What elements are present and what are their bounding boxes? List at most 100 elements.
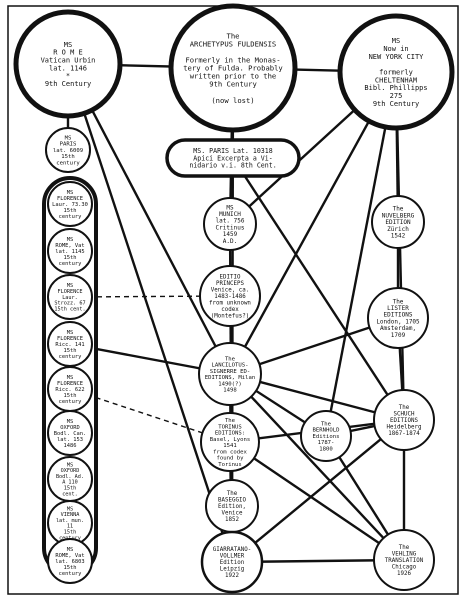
node-rome6803-line: MS [67,547,74,553]
node-vatican1146-line: lat. 1146 [49,64,87,72]
node-florence622-line: 15th [64,393,77,399]
node-paris6009-line: PARIS [60,142,77,148]
node-princeps-line: from unknown [209,301,251,307]
node-parisApici-line: nidario v.i. 8th Cent. [189,162,276,170]
node-vehling-line: TRANSLATION [385,558,424,564]
node-lancilotus-line: EDITIONS, Milan [205,375,256,381]
node-munich-line: lat. 756 [216,218,245,225]
node-torinus-line: EDITIONS: [215,431,245,437]
node-lancilotus-line: 1498 [223,388,237,394]
node-torrentino-line: 1542 [391,233,406,240]
node-newyork-line: CHELTENHAM [375,76,417,84]
node-oxford153-line: 1486 [64,443,77,449]
node-archetype-line: written prior to the [190,72,277,81]
node-lancilotus-line: 1490(?) [218,381,242,387]
node-oxford153-line: OXFORD [60,425,79,431]
node-lancilotus-outline [198,342,262,406]
node-florence141-line: 15th [64,348,77,354]
node-paris6009-outline [45,127,91,173]
node-vatican1146-outline [13,9,123,119]
node-giarratano-line: VOLLMER [220,554,245,560]
node-vatican1146-line: MS [64,41,72,49]
node-giarratano-line: 1922 [225,573,239,579]
node-oxford44-line: A 110 [62,480,78,486]
node-paris6009-line: lat. 6009 [53,148,83,154]
node-princeps-line: Venice, ca. [211,288,249,294]
node-bernhold-line: The [321,421,332,427]
node-oxford44-line: MS [67,462,73,468]
node-bernhold-line: Editions [313,434,340,440]
node-vatican1146-line: Vatican Urbin [41,57,96,65]
node-princeps-line: codex [221,307,239,313]
node-newyork-line: 275 [390,92,403,100]
node-newyork-line: NEW YORK CITY [369,53,425,61]
node-bernhold-line: BERNHOLD [313,428,341,434]
node-florence7330-line: century [59,214,82,220]
connector-newyork-bernhold [324,71,398,437]
node-oxford153-outline [47,410,93,456]
node-vatican1146-line: R O M E [53,49,83,57]
node-vehling-line: The [399,545,410,551]
node-rome1145-line: 15th [64,255,77,261]
connector-parisApici-schuch [231,157,406,421]
node-florence7330-line: Laur. 73.30 [52,202,88,208]
node-lancilotus-line: LANCILOTUS- [211,363,248,369]
node-oxford153-line: lat. 153 [57,437,83,443]
node-princeps-outline [199,265,261,327]
node-princeps-line: (Montefus?) [211,314,249,320]
node-vienna-line: MS [67,506,73,512]
node-princeps-line: EDITIO [220,275,241,281]
node-vehling-line: 1926 [397,571,411,577]
node-bernhold-outline [300,410,352,462]
node-rome1145-line: lat. 1145 [55,249,84,255]
node-torrentino-line: NUVELBERG [382,212,415,219]
node-florence7330-outline [47,181,93,227]
node-oxford44-line: 15th [64,486,77,492]
node-archetype-line: 9th Century [209,80,257,89]
node-schuch-line: SCHUCH [394,412,415,418]
node-giarratano-line: GIARRATANO- [213,547,251,553]
node-lancilotus-line: SIGNERRE ED- [210,369,250,375]
node-rome6803-line: 15th [64,565,77,571]
node-rome6803-line: century [59,571,82,577]
node-rome1145-outline [47,228,93,274]
node-florenceStrozz-outline [47,274,93,320]
node-florence7330-line: MS [67,190,74,196]
node-schuch-line: The [399,405,410,411]
node-florence141-line: Ricc. 141 [55,342,84,348]
node-torinus-line: Basel, Lyons [210,437,250,443]
node-florenceStrozz-line: FLORENCE [58,289,83,295]
node-princeps-line: PRINCEPS [216,281,244,287]
node-oxford153-line: MS [67,419,74,425]
node-archetype-line: (now lost) [211,96,254,105]
node-florenceStrozz-line: Strozz. 67 [54,301,85,307]
node-baseggio-line: 1852 [225,517,239,523]
node-baseggio-line: Edition, [218,504,246,510]
node-munich-line: A.D. [223,238,237,245]
node-princeps-line: 1483-1486 [214,294,246,300]
node-florenceStrozz-line: 15th cent. [54,306,85,312]
node-vienna-line: 11 [67,524,73,530]
node-vienna-line: lat. mun. [56,518,84,524]
node-florenceStrozz-line: MS [67,283,73,289]
node-florence622-line: MS [67,375,74,381]
node-schuch-line: Heidelberg [387,425,422,431]
node-vienna-line: 15th [64,530,77,536]
node-munich-line: MS [226,204,234,211]
